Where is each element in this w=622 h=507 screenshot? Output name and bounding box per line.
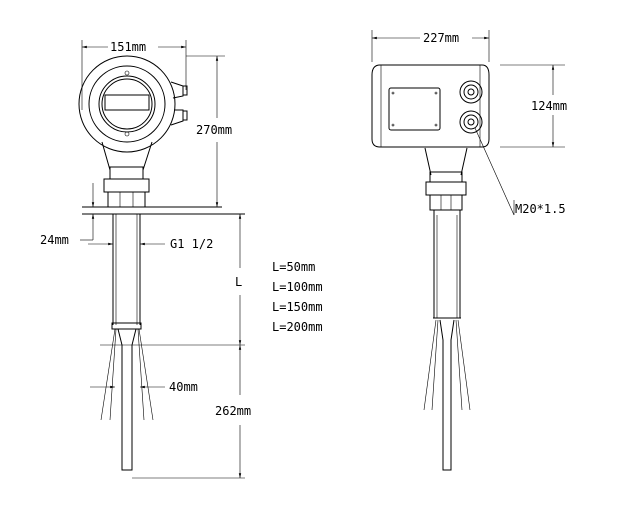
tuning-fork bbox=[100, 328, 245, 479]
front-view: 151mm 270mm 24mm G1 1/2 L L=50mm L=100mm… bbox=[40, 40, 323, 479]
cable-gland-label: M20*1.5 bbox=[515, 202, 566, 216]
side-width-label: 227mm bbox=[423, 31, 459, 45]
side-height-label: 124mm bbox=[531, 99, 567, 113]
dim-24: 24mm bbox=[40, 183, 95, 247]
cable-gland-top bbox=[459, 80, 483, 104]
nameplate bbox=[388, 87, 441, 131]
cable-gland-bottom bbox=[459, 110, 483, 134]
dim-270: 270mm bbox=[186, 55, 232, 207]
thread-height-label: 24mm bbox=[40, 233, 69, 247]
length-option: L=100mm bbox=[272, 280, 323, 294]
housing-box bbox=[371, 64, 490, 148]
thread-label: G1 1/2 bbox=[170, 237, 213, 251]
width-dim-label: 151mm bbox=[110, 40, 146, 54]
dim-151: 151mm bbox=[81, 40, 187, 110]
dim-L: L L=50mm L=100mm L=150mm L=200mm bbox=[235, 214, 323, 345]
dim-thread: G1 1/2 bbox=[88, 237, 213, 251]
side-neck-fitting bbox=[424, 147, 468, 211]
neck-and-fitting bbox=[82, 141, 245, 215]
gland-callout: M20*1.5 bbox=[474, 127, 566, 216]
length-option: L=200mm bbox=[272, 320, 323, 334]
dim-124: 124mm bbox=[500, 64, 567, 148]
probe-pipe bbox=[111, 214, 142, 330]
length-option: L=150mm bbox=[272, 300, 323, 314]
housing-head bbox=[78, 55, 188, 153]
length-symbol: L bbox=[235, 275, 242, 289]
side-view: 227mm 124mm M20*1.5 bbox=[371, 30, 567, 471]
side-probe bbox=[423, 210, 471, 471]
dim-262: 262mm bbox=[215, 345, 251, 478]
dim-40: 40mm bbox=[90, 380, 198, 394]
length-option: L=50mm bbox=[272, 260, 315, 274]
height-dim-label: 270mm bbox=[196, 123, 232, 137]
fork-width-label: 40mm bbox=[169, 380, 198, 394]
dim-227: 227mm bbox=[371, 30, 490, 62]
fork-length-label: 262mm bbox=[215, 404, 251, 418]
